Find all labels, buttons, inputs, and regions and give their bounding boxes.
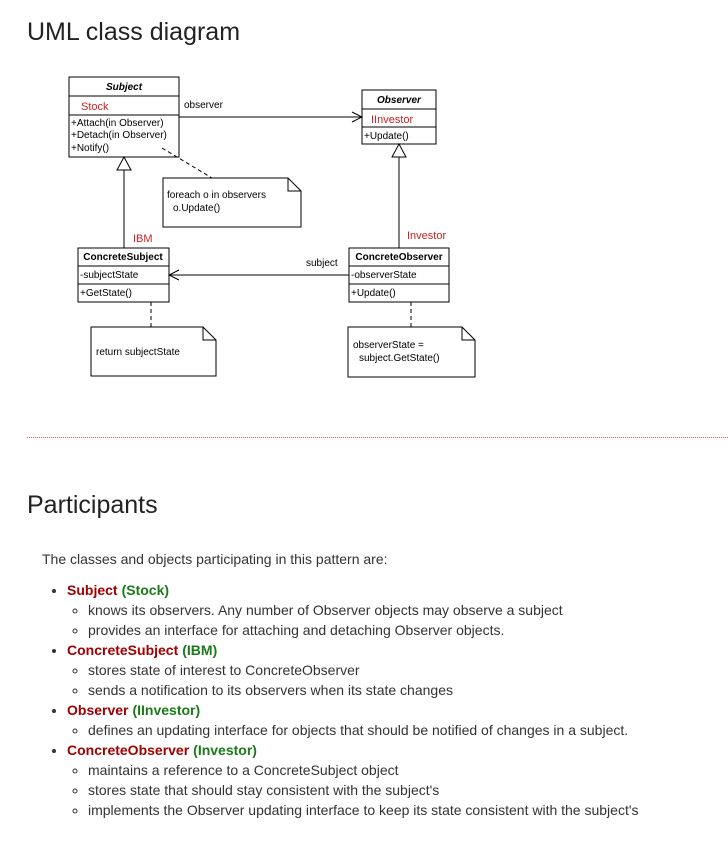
notify-note: foreach o in observers o.Update() [162,177,302,228]
responsibility-item: provides an interface for attaching and … [88,620,639,640]
participants-list: Subject(Stock) knows its observers. Any … [48,580,639,820]
observer-class-name: Observer [377,95,422,106]
responsibility-item: maintains a reference to a ConcreteSubje… [88,760,639,780]
responsibility-list: maintains a reference to a ConcreteSubje… [67,760,639,820]
responsibility-item: stores state of interest to ConcreteObse… [88,660,639,680]
subject-method: +Detach(in Observer) [71,130,167,141]
subject-generalization-arrowhead [116,155,132,171]
concrete-observer-class: ConcreteObserver -observerState +Update(… [348,247,450,303]
participant-name: Subject [67,582,118,598]
subject-impl-label: Stock [81,101,109,113]
subject-association-label: subject [306,258,338,269]
participant-item: Observer(IInvestor) defines an updating … [67,700,639,740]
concrete-observer-impl-label: Investor [407,230,446,242]
responsibility-item: defines an updating interface for object… [88,720,639,740]
responsibility-item: stores state that should stay consistent… [88,780,639,800]
subject-class: Subject Stock +Attach(in Observer) +Deta… [68,76,180,158]
responsibility-list: defines an updating interface for object… [67,720,639,740]
participant-impl: (IBM) [182,642,218,658]
uml-class-diagram: Subject Stock +Attach(in Observer) +Deta… [68,76,476,378]
participant-item: Subject(Stock) knows its observers. Any … [67,580,639,640]
participant-impl: (Stock) [121,582,170,598]
observer-generalization-arrowhead [391,142,407,158]
responsibility-list: knows its observers. Any number of Obser… [67,600,639,640]
update-note-line: observerState = [353,340,424,351]
concrete-observer-method: +Update() [351,288,396,299]
concrete-subject-class: ConcreteSubject -subjectState +GetState(… [77,247,170,303]
participants-section-title: Participants [27,491,158,519]
concrete-subject-attribute: -subjectState [80,270,139,281]
observer-class: Observer IInvestor +Update() [361,89,437,145]
subject-class-name: Subject [106,82,143,93]
participant-item: ConcreteObserver(Investor) maintains a r… [67,740,639,820]
participant-name: Observer [67,702,129,718]
update-note-line: subject.GetState() [359,353,440,364]
subject-method: +Notify() [71,143,109,154]
participant-item: ConcreteSubject(IBM) stores state of int… [67,640,639,700]
getstate-note: return subjectState [90,326,217,377]
participant-impl: (IInvestor) [132,702,201,718]
concrete-observer-attribute: -observerState [351,270,417,281]
getstate-note-line: return subjectState [96,347,180,358]
participant-impl: (Investor) [193,742,257,758]
concrete-subject-method: +GetState() [80,288,132,299]
section-divider [27,437,728,438]
responsibility-item: sends a notification to its observers wh… [88,680,639,700]
uml-section-title: UML class diagram [27,18,241,46]
participant-name: ConcreteSubject [67,642,179,658]
notify-note-line: foreach o in observers [167,190,266,201]
responsibility-item: knows its observers. Any number of Obser… [88,600,639,620]
responsibility-item: implements the Observer updating interfa… [88,800,639,820]
observer-method: +Update() [364,131,409,142]
notify-note-line: o.Update() [173,203,220,214]
participants-intro: The classes and objects participating in… [42,551,388,567]
subject-method: +Attach(in Observer) [71,118,164,129]
responsibility-list: stores state of interest to ConcreteObse… [67,660,639,700]
observer-impl-label: IInvestor [371,114,414,126]
participant-name: ConcreteObserver [67,742,190,758]
concrete-observer-class-name: ConcreteObserver [355,252,442,263]
update-note: observerState = subject.GetState() [347,326,476,378]
notify-note-connector [161,147,213,179]
observer-association-label: observer [184,100,224,111]
concrete-subject-class-name: ConcreteSubject [83,252,163,263]
concrete-subject-impl-label: IBM [133,233,153,245]
